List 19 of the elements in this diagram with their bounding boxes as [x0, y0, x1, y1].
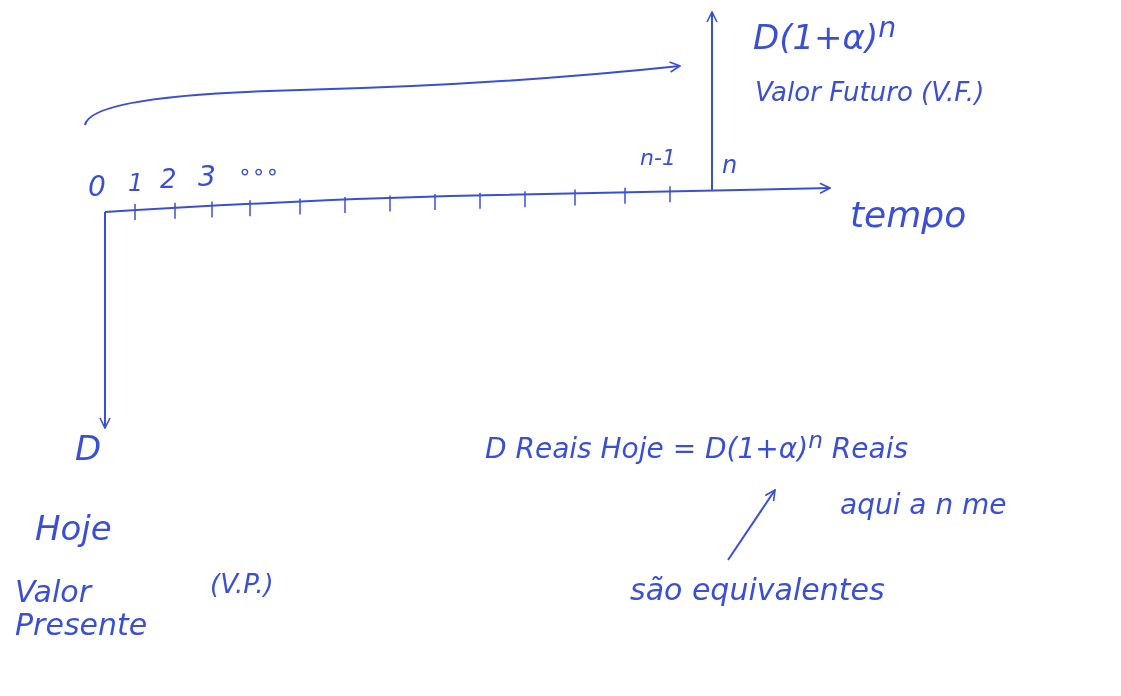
handwritten-note: D Reais Hoje = D(1+α)$^{n}$ Reais	[485, 428, 909, 466]
handwritten-note: aqui a n me	[840, 490, 1007, 521]
tick-label: ∘∘∘	[238, 160, 280, 185]
tick-label: 0	[88, 172, 106, 203]
value-label: D(1+α)$^{n}$	[753, 12, 897, 57]
handwritten-note: Hoje	[35, 510, 112, 548]
value-label: D	[75, 430, 102, 468]
handwritten-note: (V.P.)	[210, 570, 274, 599]
arrow	[99, 211, 111, 429]
tick-label: n-1	[640, 146, 676, 171]
handwritten-note: Valor Futuro (V.F.)	[755, 78, 985, 107]
tick-label: 1	[128, 170, 144, 197]
handwritten-note: são equivalentes	[630, 573, 885, 606]
tick-label: 2	[160, 165, 177, 194]
axis-label: tempo	[850, 195, 967, 235]
tick-label: 3	[198, 162, 216, 193]
tick-label: n	[722, 152, 738, 179]
handwritten-note: Valor Presente	[15, 575, 149, 641]
leader-line	[727, 489, 776, 561]
